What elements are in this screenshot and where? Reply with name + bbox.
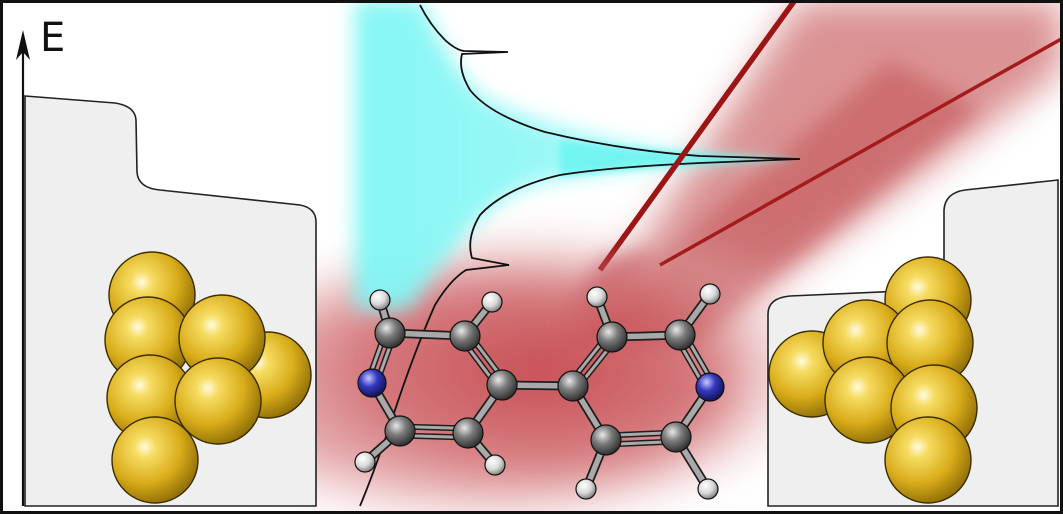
energy-axis-label: E [40, 15, 66, 61]
carbon-atom [660, 421, 692, 453]
carbon-atom [557, 370, 589, 402]
carbon-atom [452, 417, 484, 449]
carbon-atom [486, 369, 518, 401]
hydrogen-atom [484, 454, 506, 476]
nitrogen-atom [357, 368, 387, 398]
hydrogen-atom [369, 289, 391, 311]
gold-atom [884, 416, 972, 504]
molecule-atoms [354, 283, 725, 500]
energy-axis [16, 30, 30, 506]
carbon-atom [384, 415, 416, 447]
bipyridine-molecule [354, 283, 725, 500]
hydrogen-atom [586, 286, 608, 308]
hydrogen-atom [699, 283, 721, 305]
nitrogen-atom [695, 372, 725, 402]
carbon-atom [449, 320, 481, 352]
left-gold-cluster [104, 251, 312, 504]
energy-axis-arrow-icon [16, 30, 30, 60]
right-gold-cluster [768, 256, 978, 504]
carbon-atom [596, 321, 628, 353]
carbon-atom [664, 319, 696, 351]
hydrogen-atom [481, 291, 503, 313]
hydrogen-atom [575, 478, 597, 500]
carbon-atom [590, 424, 622, 456]
laser-beams [560, 0, 1063, 330]
dos-curve [359, 4, 801, 507]
gold-atom [174, 357, 262, 445]
hydrogen-atom [697, 478, 719, 500]
carbon-atom [374, 317, 406, 349]
hydrogen-atom [354, 451, 376, 473]
gold-atom [111, 416, 199, 504]
